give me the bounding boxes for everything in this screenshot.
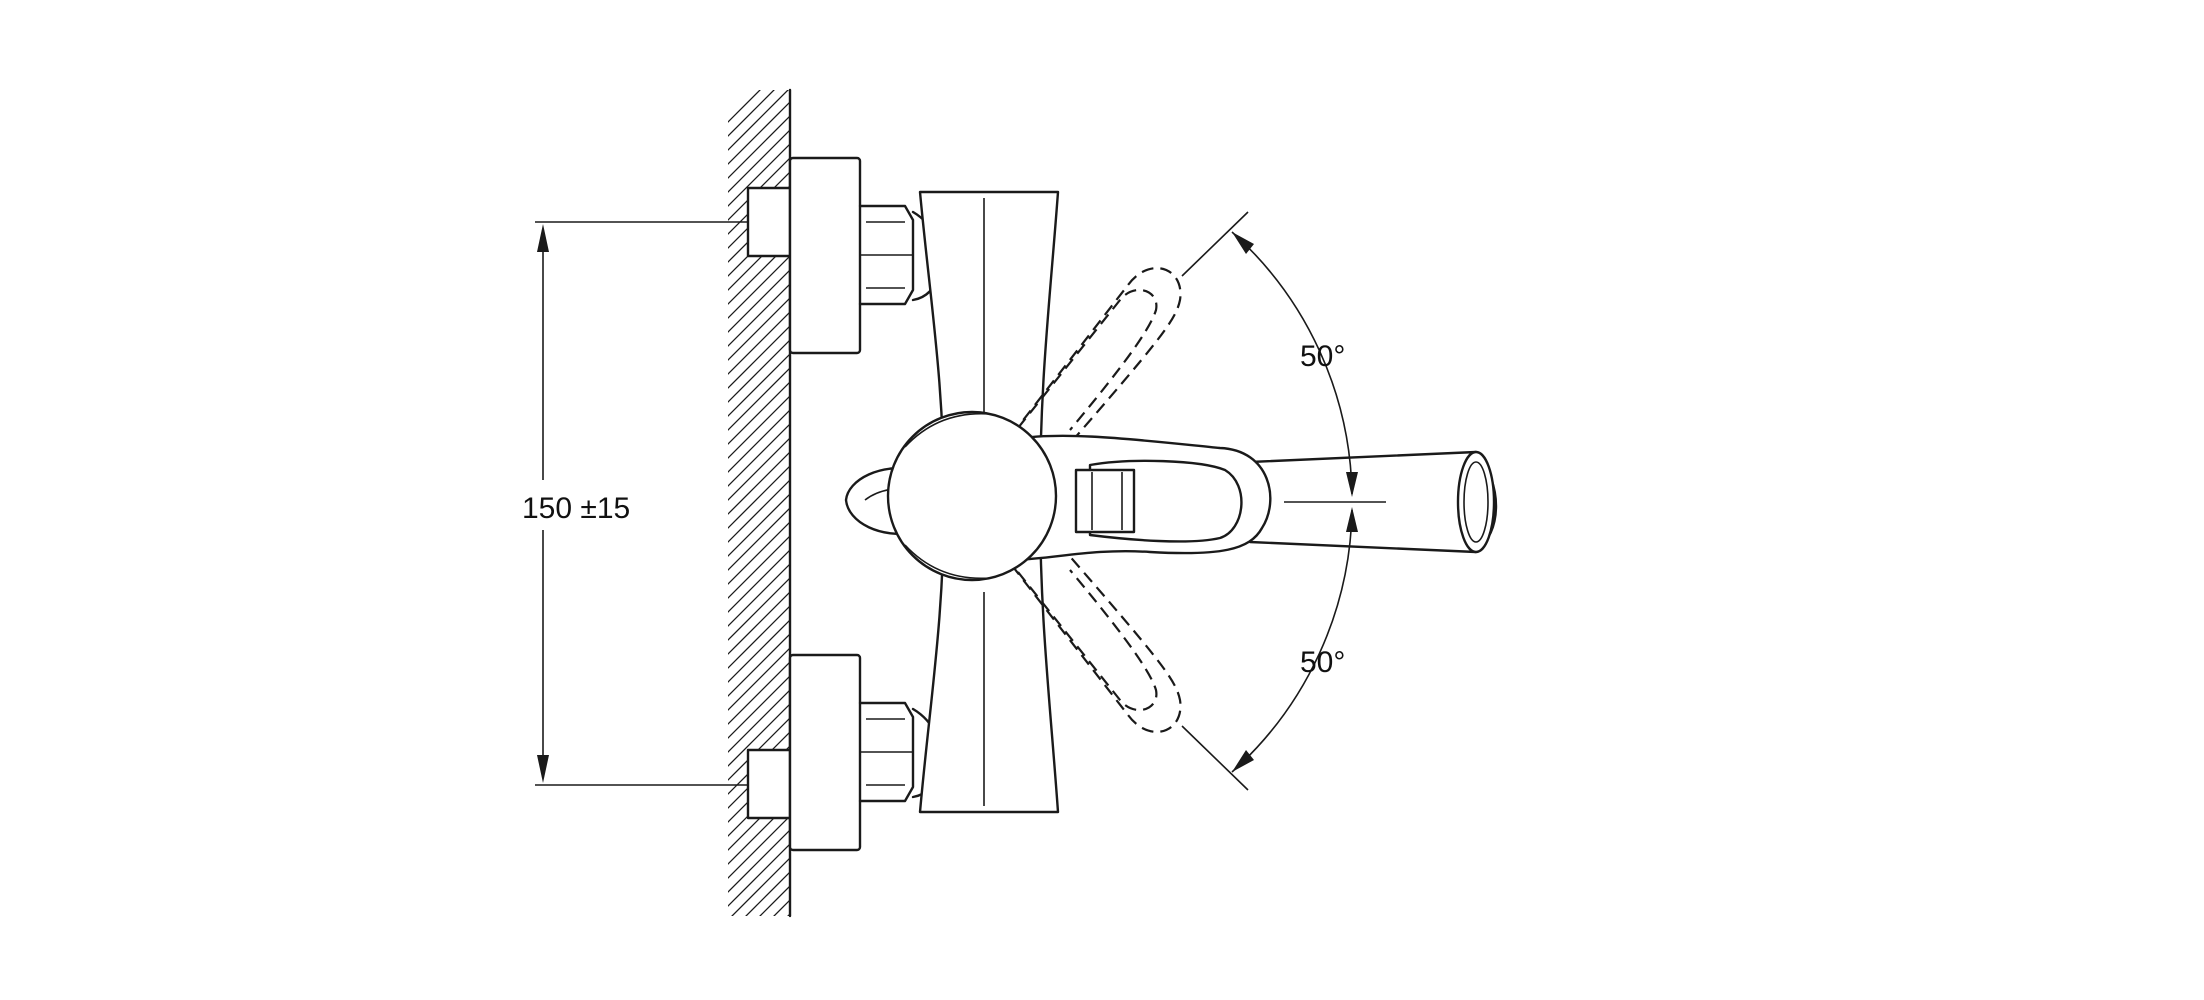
hatch-line [728,591,790,655]
dimension-spacing-label: 150 ±15 [522,492,630,525]
lower-mount [746,653,943,852]
dimension-angles: 50° 50° [1181,211,1386,791]
hatch-line [728,843,790,907]
hatch-line [728,605,790,669]
hatch-line [759,885,790,916]
hatch-line [728,101,790,165]
lever-ghost-upper [999,267,1182,456]
hatch-line [728,437,790,501]
hatch-line [728,689,790,753]
hatch-line [728,325,790,389]
hatch-line [728,535,790,599]
hatch-line [728,381,790,445]
dimension-spacing: 150 ±15 [522,221,748,786]
hatch-line [728,675,790,739]
hatch-line [728,353,790,417]
hatch-line [728,661,790,725]
hatch-line [728,647,790,711]
hatch-line [728,255,790,319]
hatch-line [731,857,790,916]
hatch-line [728,129,790,193]
hatch-line [728,815,790,879]
hatch-line [728,367,790,431]
hatch-line [720,932,800,1000]
hatch-line [728,633,790,697]
hatch-line [728,521,790,585]
hatch-line [728,311,790,375]
hatch-line [728,451,790,515]
hatch-line [728,90,761,123]
hatch-line [728,339,790,403]
hatch-line [728,409,790,473]
hatch-line [728,115,790,179]
hatch-line [728,423,790,487]
upper-mount [746,156,943,355]
lever-handle [1008,434,1272,562]
hatch-line [728,619,790,683]
hatch-line [728,507,790,571]
hatch-line [728,90,775,137]
hatch-line [728,577,790,641]
hatch-line [728,549,790,613]
hatch-line [728,143,790,207]
cartridge-knob [886,410,1058,582]
wall [720,88,800,1000]
hatch-line [745,871,790,916]
hatch-line [728,465,790,529]
hatch-line [728,703,790,767]
hatch-line [728,493,790,557]
hatch-line [728,717,790,781]
hatch-line [728,90,789,151]
hatch-line [728,479,790,543]
hatch-line [728,395,790,459]
angle-lower-label: 50° [1300,646,1345,679]
lever-ghost-lower [999,544,1182,733]
hatch-line [728,283,790,347]
wall-hatching [720,90,800,1000]
hatch-line [720,918,800,998]
hatch-line [728,829,790,893]
hatch-line [720,946,800,1000]
hatch-line [728,269,790,333]
hatch-line [728,563,790,627]
angle-upper-label: 50° [1300,340,1345,373]
hatch-line [773,899,790,916]
hatch-line [728,297,790,361]
